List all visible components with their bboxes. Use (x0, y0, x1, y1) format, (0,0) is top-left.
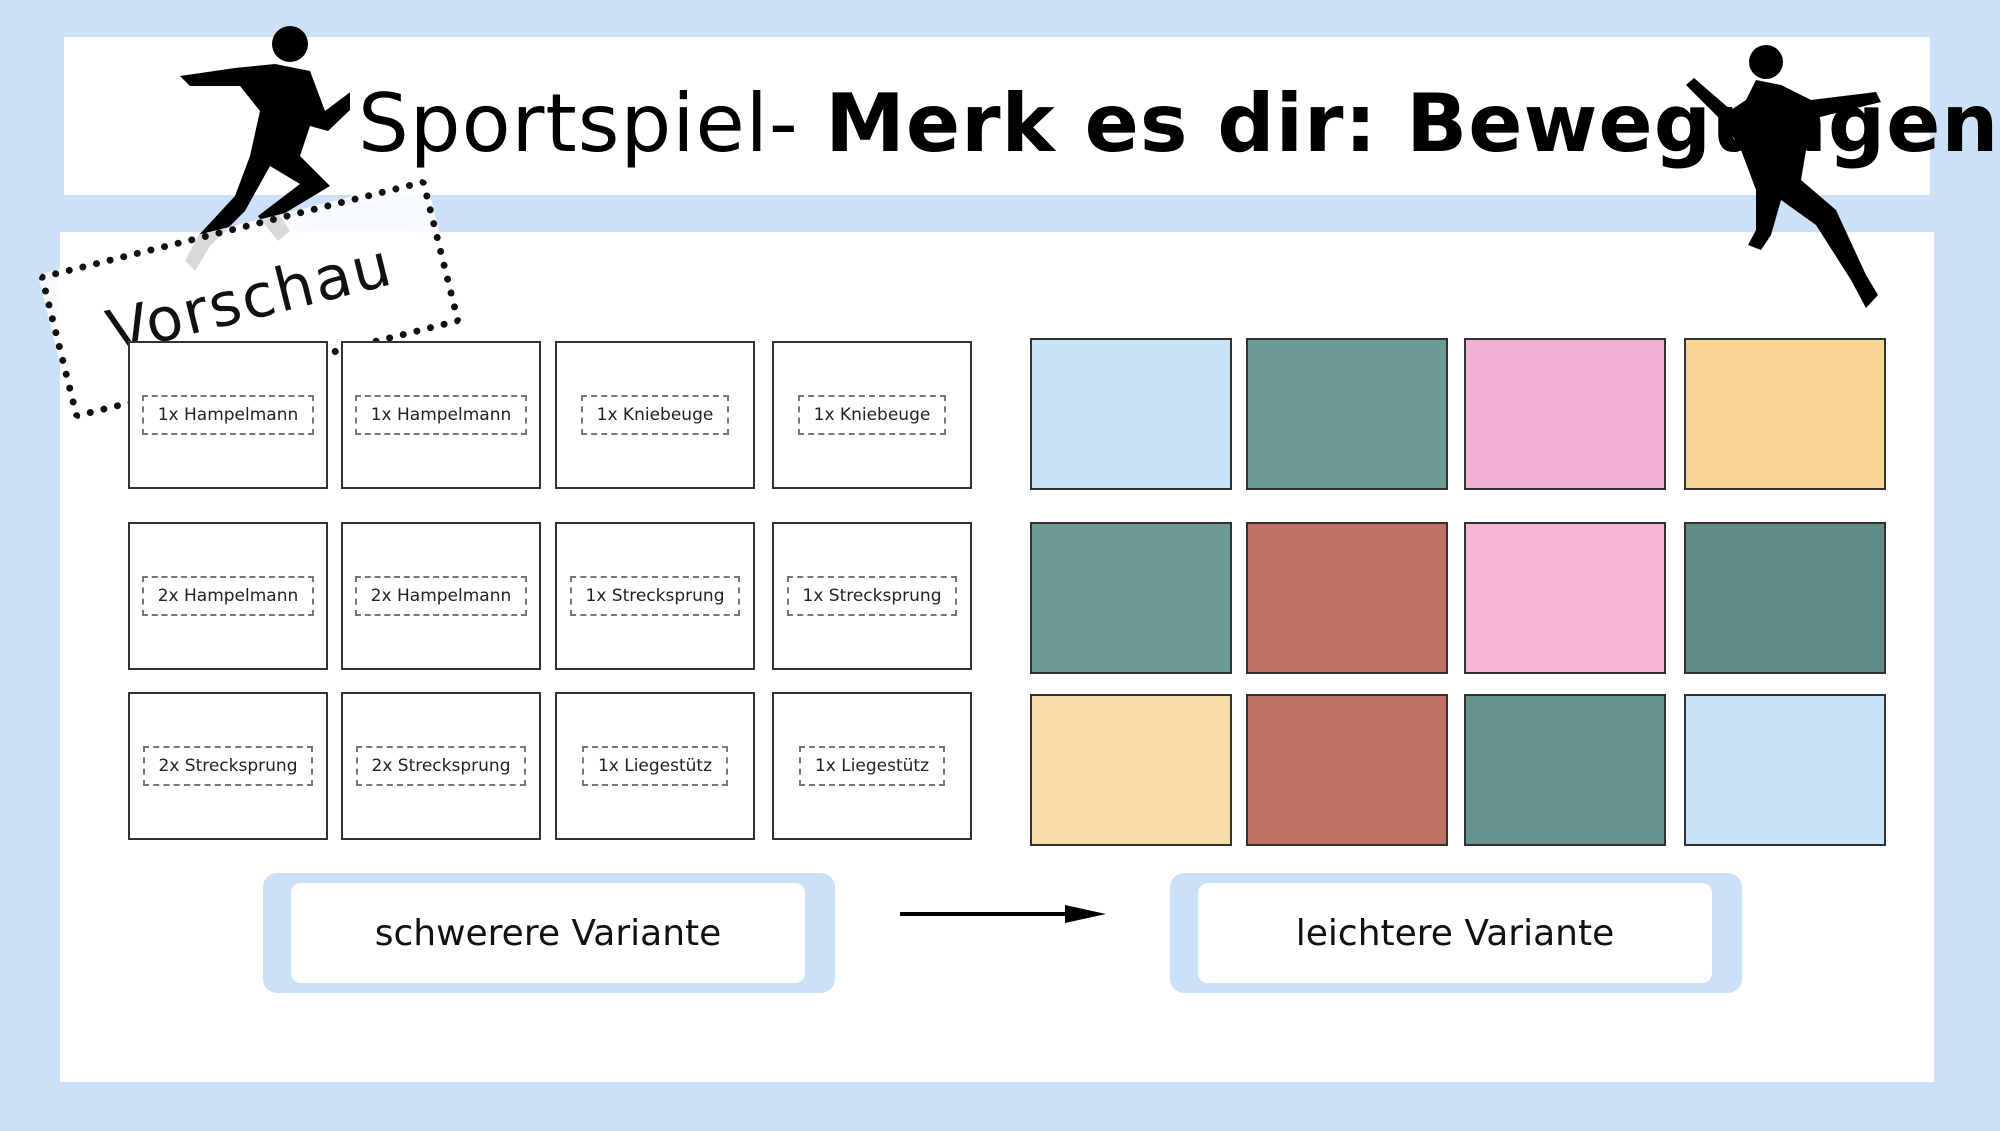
title-band (64, 37, 1930, 195)
color-tile[interactable] (1030, 338, 1232, 490)
color-tile[interactable] (1030, 522, 1232, 674)
movement-label: 2x Hampelmann (141, 576, 315, 616)
movement-card[interactable]: 1x Hampelmann (341, 341, 541, 489)
color-tile[interactable] (1030, 694, 1232, 846)
movement-label: 2x Strecksprung (355, 746, 527, 786)
movement-card[interactable]: 1x Strecksprung (772, 522, 972, 670)
color-tile[interactable] (1684, 522, 1886, 674)
movement-label: 1x Kniebeuge (797, 395, 947, 435)
movement-card[interactable]: 1x Liegestütz (772, 692, 972, 840)
variant-box-hard: schwerere Variante (263, 873, 835, 993)
movement-label: 1x Liegestütz (581, 746, 729, 786)
movement-label: 2x Strecksprung (142, 746, 314, 786)
movement-card[interactable]: 1x Kniebeuge (555, 341, 755, 489)
title-prefix: Sportspiel- (358, 77, 826, 170)
movement-label: 1x Strecksprung (569, 576, 741, 616)
variant-hard-label: schwerere Variante (291, 883, 805, 983)
arrow-right-icon (900, 902, 1106, 930)
movement-label: 1x Hampelmann (354, 395, 528, 435)
movement-label: 1x Liegestütz (798, 746, 946, 786)
variant-easy-label: leichtere Variante (1198, 883, 1712, 983)
color-tile[interactable] (1246, 694, 1448, 846)
color-tile[interactable] (1246, 522, 1448, 674)
movement-card[interactable]: 2x Hampelmann (341, 522, 541, 670)
movement-card[interactable]: 2x Strecksprung (128, 692, 328, 840)
color-tile[interactable] (1684, 694, 1886, 846)
color-tile[interactable] (1464, 338, 1666, 490)
movement-card[interactable]: 1x Hampelmann (128, 341, 328, 489)
color-tile[interactable] (1684, 338, 1886, 490)
movement-card[interactable]: 2x Hampelmann (128, 522, 328, 670)
color-tile[interactable] (1246, 338, 1448, 490)
movement-card[interactable]: 2x Strecksprung (341, 692, 541, 840)
movement-label: 1x Hampelmann (141, 395, 315, 435)
movement-label: 1x Kniebeuge (580, 395, 730, 435)
movement-label: 2x Hampelmann (354, 576, 528, 616)
movement-label: 1x Strecksprung (786, 576, 958, 616)
movement-card[interactable]: 1x Strecksprung (555, 522, 755, 670)
variant-box-easy: leichtere Variante (1170, 873, 1742, 993)
runner-left-icon (150, 16, 350, 286)
color-tile[interactable] (1464, 522, 1666, 674)
movement-card[interactable]: 1x Kniebeuge (772, 341, 972, 489)
movement-card[interactable]: 1x Liegestütz (555, 692, 755, 840)
color-tile[interactable] (1464, 694, 1666, 846)
runner-right-icon (1686, 40, 1916, 320)
